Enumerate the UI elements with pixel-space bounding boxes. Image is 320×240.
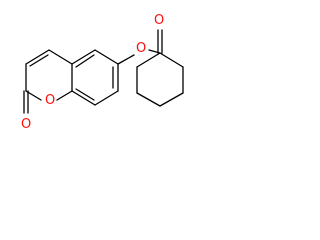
bond-c4-c3 bbox=[25, 49, 50, 65]
bond-c4-c3-inner bbox=[29, 54, 49, 67]
bond-c4a-c4 bbox=[48, 49, 73, 65]
bond-benzene-6-inner bbox=[75, 88, 95, 101]
ring-oxygen-label: O bbox=[45, 93, 55, 108]
bond-benzene-2-inner bbox=[75, 54, 95, 68]
bonds bbox=[23, 29, 184, 114]
lactone-carbonyl-oxygen-label: O bbox=[21, 117, 31, 132]
bond-benzene-3 bbox=[94, 49, 119, 65]
bond-cyclohexane-4 bbox=[136, 92, 161, 107]
atom-labels: O O O O bbox=[21, 13, 164, 132]
ketone-oxygen-label: O bbox=[154, 13, 164, 28]
bond-o1-c8a bbox=[56, 90, 73, 101]
bond-cyclohexane-6 bbox=[136, 52, 161, 68]
bond-benzene-5 bbox=[94, 90, 119, 106]
bond-benzene-2 bbox=[71, 49, 96, 65]
bond-c7-ether-o bbox=[117, 54, 135, 65]
bond-cyclohexane-1 bbox=[159, 52, 184, 68]
bond-cyclohexane-3 bbox=[159, 92, 184, 107]
bond-benzene-6 bbox=[71, 90, 96, 106]
ether-oxygen-label: O bbox=[136, 41, 146, 56]
structure-canvas: O O O O bbox=[21, 13, 184, 132]
